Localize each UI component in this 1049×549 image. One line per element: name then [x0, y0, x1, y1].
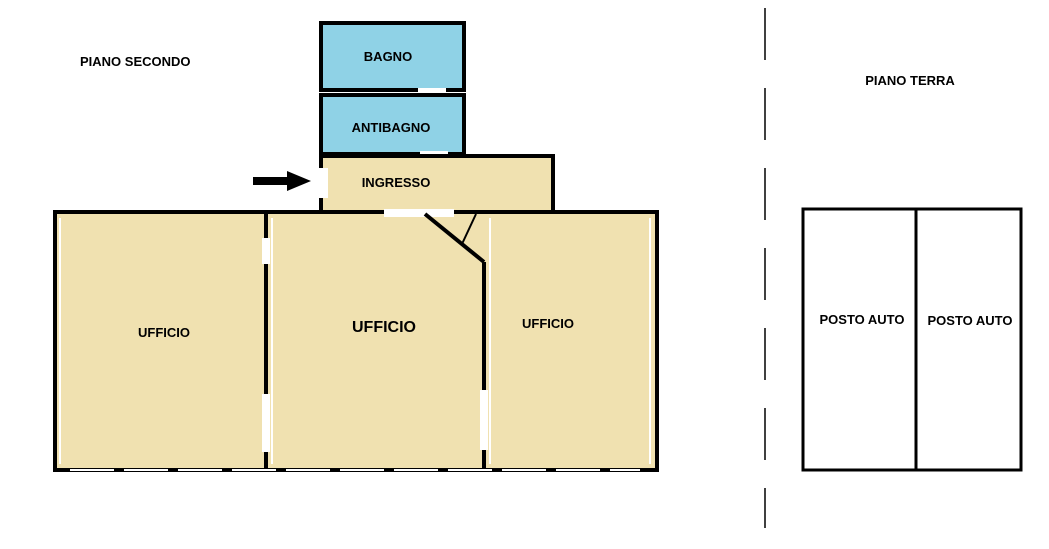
- parking-block: [801, 207, 1023, 472]
- floor-title-second: PIANO SECONDO: [80, 54, 191, 69]
- room-ufficio-right-label: UFFICIO: [522, 316, 574, 331]
- parking-space-2-label: POSTO AUTO: [928, 313, 1013, 328]
- room-ingresso: INGRESSO: [319, 154, 555, 216]
- arrow-right-icon: [253, 171, 311, 191]
- room-bagno-label: BAGNO: [364, 49, 412, 64]
- entrance-opening: [316, 168, 328, 198]
- room-antibagno: ANTIBAGNO: [319, 93, 466, 156]
- room-bagno: BAGNO: [319, 21, 466, 92]
- door-bagno: [418, 88, 446, 96]
- room-antibagno-label: ANTIBAGNO: [352, 120, 431, 135]
- room-ufficio-left-label: UFFICIO: [138, 325, 190, 340]
- room-ufficio-center-label: UFFICIO: [352, 319, 416, 336]
- room-ingresso-label: INGRESSO: [362, 175, 431, 190]
- parking-space-1-label: POSTO AUTO: [820, 312, 905, 327]
- floor-title-ground: PIANO TERRA: [865, 73, 955, 88]
